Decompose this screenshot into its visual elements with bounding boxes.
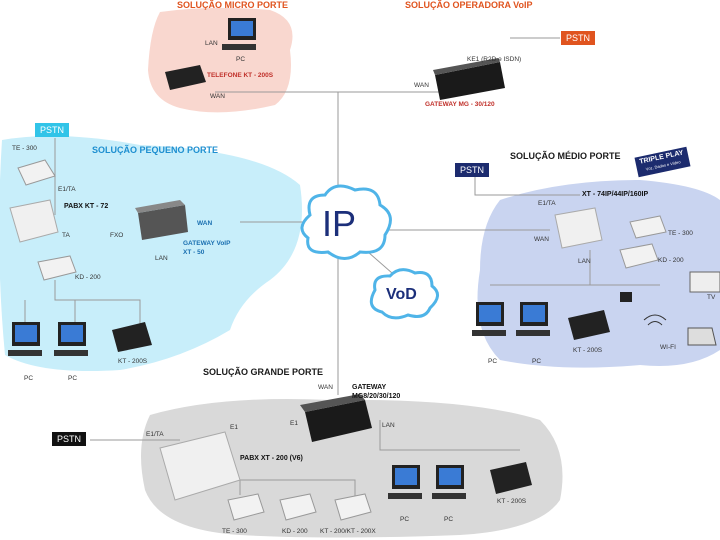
pequeno-kt-phone-icon (112, 322, 152, 352)
operadora-title: SOLUÇÃO OPERADORA VoIP (405, 0, 533, 10)
micro-wan: WAN (210, 93, 225, 100)
pequeno-ta: TA (62, 232, 70, 239)
pequeno-pc2-icon (54, 322, 88, 356)
pequeno-kd: KD - 200 (75, 274, 101, 281)
micro-phone-icon (165, 65, 206, 90)
pequeno-fxo: FXO (110, 232, 124, 239)
medio-kt: KT - 200S (573, 347, 603, 354)
grande-e1b: E1 (290, 420, 298, 427)
grande-pstn: PSTN (52, 432, 87, 446)
pequeno-kt: KT - 200S (118, 358, 148, 365)
medio-pc2-icon (516, 302, 550, 336)
medio-pc1-icon (472, 302, 506, 336)
grande-kt2-phone-icon (334, 493, 372, 521)
micro-lan: LAN (205, 40, 218, 47)
medio-lan: LAN (578, 258, 591, 265)
grande-pc2-icon (432, 465, 466, 499)
pequeno-pc1-icon (8, 322, 42, 356)
operadora-gateway: GATEWAY MG - 30/120 (425, 101, 495, 108)
medio-tv-icon (689, 271, 720, 293)
medio-e1: E1/TA (538, 200, 556, 207)
grande-gateway-icon (300, 394, 372, 442)
medio-pstn: PSTN (455, 163, 490, 177)
grande-te: TE - 300 (222, 528, 247, 535)
pequeno-gateway-model: XT - 50 (183, 249, 205, 256)
operadora-pstn: PSTN (561, 31, 596, 45)
grande-gateway-model: MG8/20/30/120 (352, 393, 401, 400)
micro-phone: TELEFONE KT - 200S (207, 72, 274, 79)
grande-kt2: KT - 200/KT - 200X (320, 528, 376, 535)
medio-title: SOLUÇÃO MÉDIO PORTE (510, 151, 621, 161)
grande-e1ta: E1/TA (146, 431, 164, 438)
grande-wan: WAN (318, 384, 333, 391)
operadora-gateway-icon (433, 58, 505, 100)
medio-cam-icon (620, 292, 632, 302)
pequeno-gateway-icon (135, 200, 188, 240)
medio-kt-phone-icon (568, 310, 610, 340)
pequeno-e1: E1/TA (58, 186, 76, 193)
medio-te-phone-icon (629, 215, 667, 239)
link-pstn-medio (474, 175, 580, 196)
pequeno-pc1-label: PC (24, 375, 34, 382)
ip-label: IP (322, 203, 357, 244)
ip-cloud (300, 184, 392, 260)
grande-gateway: GATEWAY (352, 384, 387, 391)
operadora-e1: KE1 (R2D e ISDN) (467, 56, 522, 63)
medio-wan: WAN (534, 236, 549, 243)
pequeno-pc2-label: PC (68, 375, 78, 382)
medio-pc1-label: PC (488, 358, 498, 365)
medio-kd-phone-icon (619, 243, 659, 269)
micro-title: SOLUÇÃO MICRO PORTE (177, 0, 289, 10)
grande-te-phone-icon (227, 493, 265, 521)
grande-e1a: E1 (230, 424, 238, 431)
link-pequeno-lan (54, 280, 141, 325)
grande-pc2-label: PC (444, 516, 454, 523)
vod-label: VoD (386, 286, 417, 303)
grande-pc1-icon (388, 465, 422, 499)
pequeno-pabx: PABX KT - 72 (64, 203, 109, 210)
grande-kd: KD - 200 (282, 528, 308, 535)
grande-pabx: PABX XT - 200 (V6) (240, 455, 303, 462)
grande-kt: KT - 200S (497, 498, 527, 505)
medio-xt-icon (554, 207, 603, 249)
medio-xt: XT - 74IP/44IP/160IP (582, 191, 649, 198)
pequeno-kd-phone-icon (37, 255, 77, 281)
medio-region (477, 180, 720, 368)
grande-title: SOLUÇÃO GRANDE PORTE (203, 367, 324, 377)
medio-kd: KD - 200 (658, 257, 684, 264)
link-grande-phones (239, 479, 356, 500)
grande-pabx-icon (159, 431, 241, 501)
link-grande-lan (379, 420, 520, 451)
medio-laptop-icon (687, 327, 717, 346)
pequeno-wan: WAN (197, 220, 213, 227)
grande-lan: LAN (382, 422, 395, 429)
pequeno-pabx-icon (9, 199, 59, 243)
micro-pc: PC (236, 56, 246, 63)
grande-pc1-label: PC (400, 516, 410, 523)
medio-wifi: WI-FI (660, 344, 676, 351)
pequeno-pstn: PSTN (35, 123, 70, 137)
pequeno-gateway: GATEWAY VoIP (183, 240, 231, 247)
medio-pc2-label: PC (532, 358, 542, 365)
pequeno-te: TE - 300 (12, 145, 37, 152)
pequeno-lan: LAN (155, 255, 168, 262)
grande-kt-phone-icon (490, 462, 532, 494)
operadora-wan: WAN (414, 82, 429, 89)
micro-pc-icon (222, 18, 256, 50)
medio-wifi-icon (643, 314, 667, 326)
pequeno-title: SOLUÇÃO PEQUENO PORTE (92, 145, 219, 155)
vod-cloud (369, 268, 439, 320)
grande-kd-phone-icon (279, 493, 317, 521)
pequeno-te-phone-icon (17, 159, 56, 186)
medio-tv: TV (707, 294, 716, 301)
medio-te: TE - 300 (668, 230, 693, 237)
